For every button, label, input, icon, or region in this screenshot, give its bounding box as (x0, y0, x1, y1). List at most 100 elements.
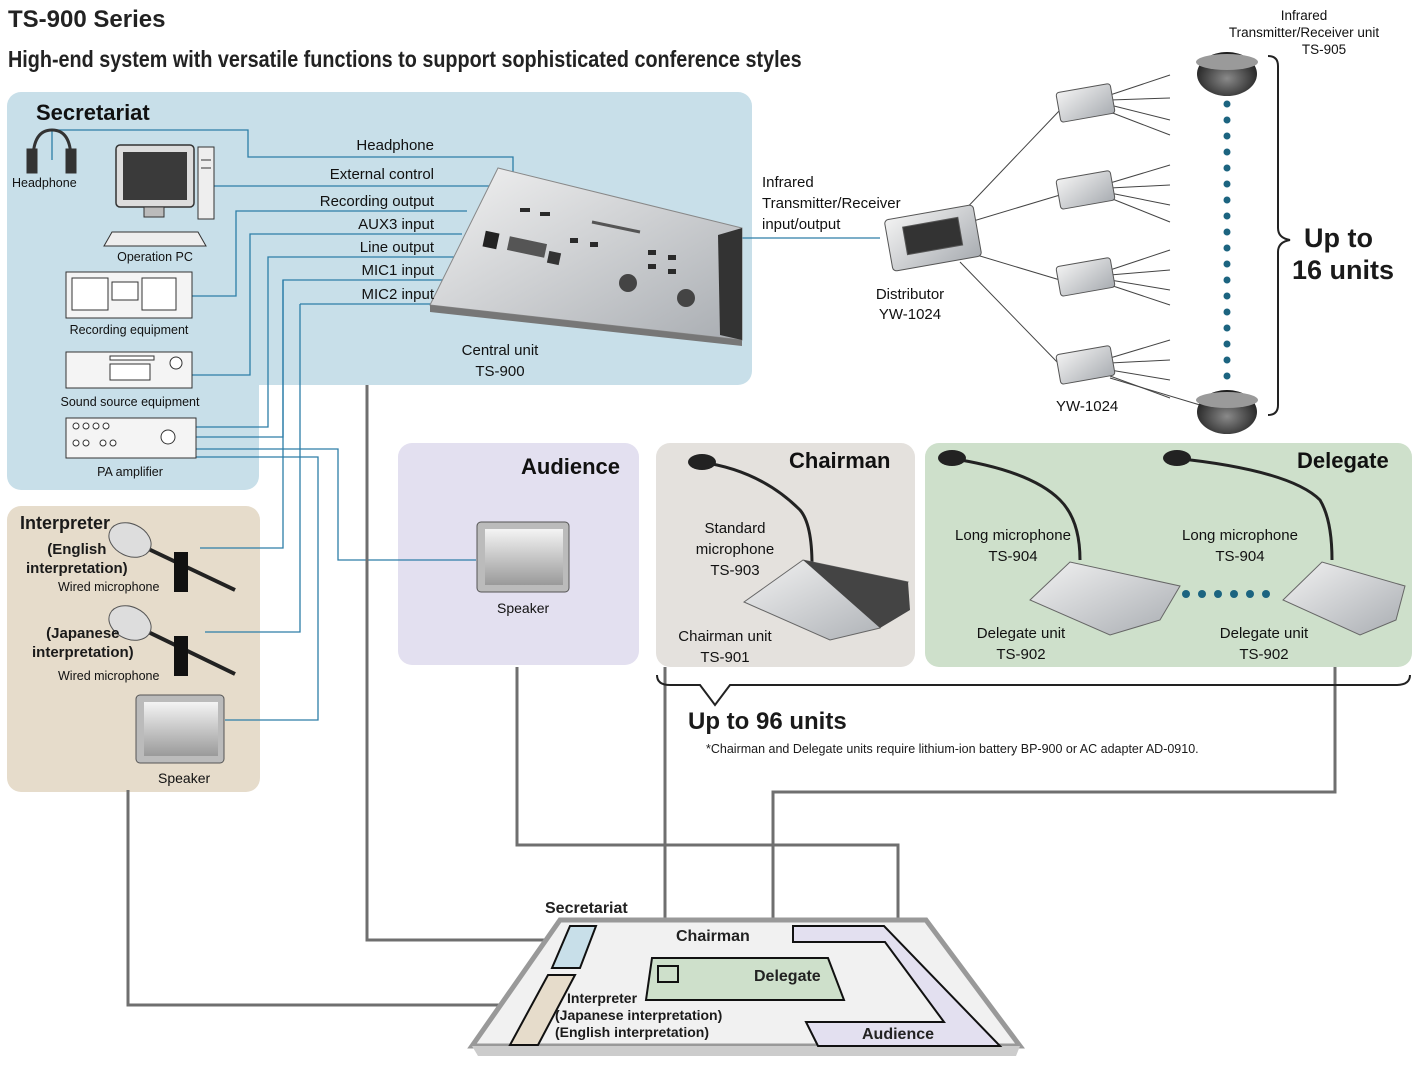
delegate-mic2-label: Long microphone TS-904 (1165, 525, 1315, 567)
ir-brace (1267, 55, 1291, 416)
delegate-unit1-line-2: TS-902 (996, 646, 1046, 663)
conn-line-output: Line output (359, 239, 434, 256)
ir-count: Up to 16 units (1292, 222, 1394, 286)
delegate-mic1-line-2: TS-904 (988, 548, 1038, 565)
ir-unit-label: Infrared Transmitter/Receiver unit TS-90… (1200, 7, 1408, 58)
sound-source-label: Sound source equipment (60, 395, 200, 409)
audience-title: Audience (521, 454, 621, 479)
english-line-1: (English (47, 541, 107, 558)
delegate-mic2-line-2: TS-904 (1215, 548, 1265, 565)
conn-external-control: External control (329, 166, 434, 183)
units-count: Up to 96 units (688, 708, 847, 735)
interpreter-japanese: (Japanese interpretation) (32, 624, 134, 662)
fp-interpreter-line-1: Interpreter (567, 990, 638, 1006)
conn-aux3-input: AUX3 input (358, 216, 434, 233)
floorplan-wires (126, 385, 1337, 1007)
headphone-label: Headphone (12, 176, 77, 190)
pa-amplifier-device (65, 417, 197, 459)
fp-delegate (644, 957, 846, 1001)
fp-interpreter-line-2: (Japanese interpretation) (555, 1007, 723, 1023)
audience-speaker-label: Speaker (497, 600, 550, 616)
chairman-mic-line-1: Standard (704, 520, 766, 537)
secretariat-title: Secretariat (36, 100, 150, 125)
delegate-unit1-line-1: Delegate unit (976, 625, 1066, 642)
ir-dots (1223, 100, 1231, 380)
headphone-device (26, 128, 77, 174)
delegate-chain-dots (1182, 590, 1270, 598)
central-unit-model: TS-900 (475, 363, 525, 380)
japanese-line-1: (Japanese (46, 625, 120, 642)
japanese-line-2: interpretation) (32, 644, 134, 661)
pc-label: Operation PC (117, 250, 193, 264)
chairman-mic-line-2: microphone (695, 541, 775, 558)
chairman-unit-label: Chairman unit TS-901 (660, 626, 790, 668)
operation-pc-device (103, 144, 215, 247)
chairman-mic-line-3: TS-903 (710, 562, 760, 579)
fp-delegate-label: Delegate (754, 968, 821, 985)
ir-unit-line-1: Infrared (1280, 8, 1328, 23)
chairman-unit-line-1: Chairman unit (678, 628, 772, 645)
wire-audience (515, 667, 900, 932)
line-recording-output (192, 210, 467, 297)
fp-chairman-label: Chairman (676, 928, 750, 945)
central-unit-device (429, 167, 743, 346)
ir-io-line-2: Transmitter/Receiver (762, 195, 901, 212)
delegate-unit2-line-2: TS-902 (1239, 646, 1289, 663)
fp-interpreter-label: Interpreter (Japanese interpretation) (E… (555, 990, 722, 1041)
interpreter-mic-2 (108, 605, 236, 676)
delegate-unit2-line-1: Delegate unit (1219, 625, 1309, 642)
ir-unit-line-3: TS-905 (1301, 42, 1347, 57)
distributor-model: YW-1024 (878, 306, 942, 323)
delegate-mic1-line-1: Long microphone (955, 527, 1071, 544)
delegate-unit1-label: Delegate unit TS-902 (956, 623, 1086, 665)
line-headphone (51, 129, 514, 180)
wire-delegate (771, 667, 1337, 975)
interpreter-title: Interpreter (20, 513, 111, 533)
page-title: TS-900 Series (8, 6, 166, 33)
distributor-name: Distributor (875, 286, 945, 303)
fp-interpreter-line-3: (English interpretation) (555, 1024, 709, 1040)
distributor-main (884, 204, 982, 272)
interpreter-english: (English interpretation) (26, 540, 128, 578)
central-unit-label: Central unit TS-900 (430, 340, 570, 382)
chairman-unit-line-2: TS-901 (700, 649, 750, 666)
delegate-mic2-line-1: Long microphone (1182, 527, 1298, 544)
english-line-2: interpretation) (26, 560, 128, 577)
units-brace (656, 674, 1411, 707)
interpreter-mic-1 (108, 522, 236, 592)
line-aux3 (192, 233, 462, 376)
distributor-model-2: YW-1024 (1056, 398, 1119, 415)
fp-secretariat (550, 925, 598, 969)
chairman-mic-label: Standard microphone TS-903 (670, 518, 800, 581)
ir-dome-top (1196, 52, 1258, 96)
ir-unit-line-2: Transmitter/Receiver unit (1228, 25, 1380, 40)
conn-mic2-input: MIC2 input (361, 286, 434, 303)
chairman-title: Chairman (789, 448, 891, 473)
wire-secretariat (365, 385, 572, 942)
recording-equipment-device (65, 271, 193, 319)
wire-interpreter (126, 790, 540, 1007)
recording-label: Recording equipment (69, 323, 189, 337)
delegate-unit-device-1 (938, 450, 1181, 636)
ir-count-line-1: Up to (1304, 223, 1373, 253)
ir-dome-bottom (1196, 390, 1258, 434)
interpreter-speaker-device (135, 694, 225, 764)
central-unit-name: Central unit (461, 342, 539, 359)
connection-lines (51, 129, 880, 721)
fp-interpreter (508, 974, 577, 1046)
ir-io-line-1: Infrared (762, 174, 814, 191)
ir-count-line-2: 16 units (1292, 255, 1395, 285)
ir-io-line-3: input/output (762, 216, 841, 233)
distributor-lines (959, 74, 1201, 406)
interpreter-mic2-label: Wired microphone (58, 669, 160, 683)
distributor-label: Distributor YW-1024 (850, 285, 970, 325)
sound-source-device (65, 351, 193, 389)
floor-plan (467, 917, 1025, 1056)
ir-io-label: Infrared Transmitter/Receiver input/outp… (762, 172, 901, 235)
fp-audience (792, 925, 1003, 1047)
delegate-mic1-label: Long microphone TS-904 (938, 525, 1088, 567)
conn-recording-output: Recording output (319, 193, 434, 210)
interpreter-mic1-label: Wired microphone (58, 580, 160, 594)
line-mic1-to-interp (200, 280, 284, 549)
